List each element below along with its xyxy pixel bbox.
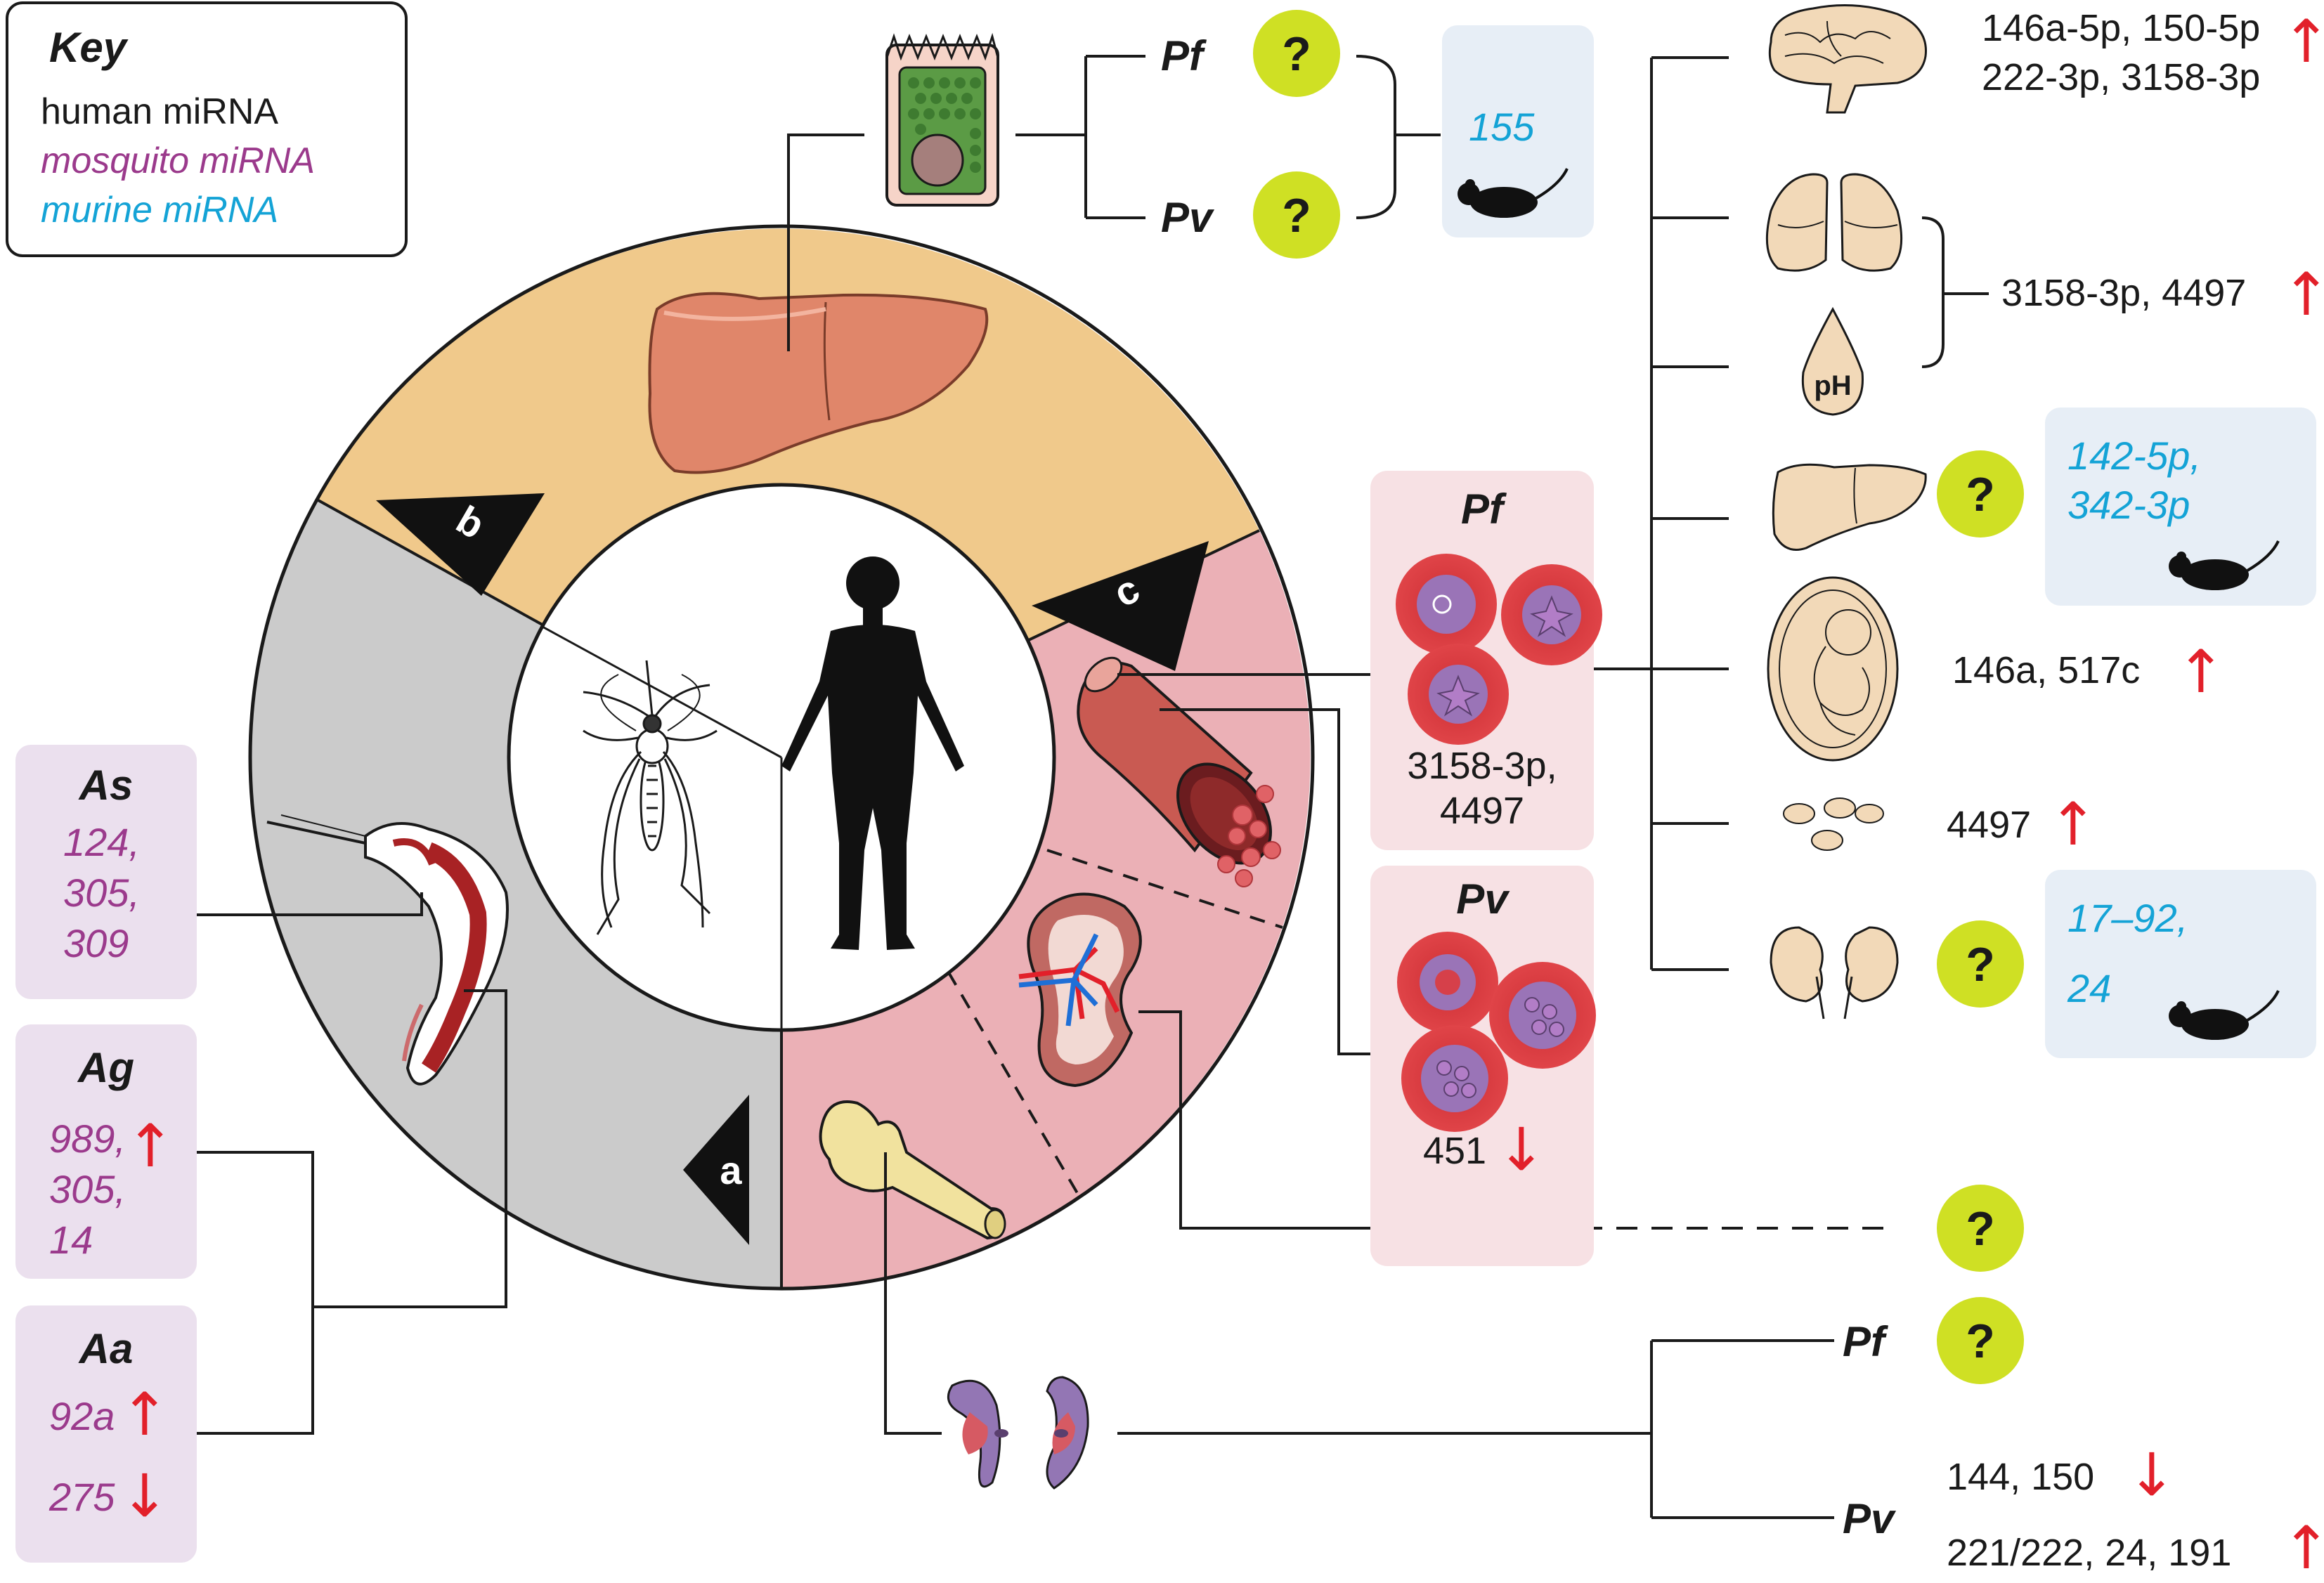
blood-pv-line1: 451 — [1423, 1130, 1486, 1172]
gametocyte-pv-line2: 221/222, 24, 191 — [1947, 1532, 2231, 1574]
kidney-murine-line1: 17–92, — [2067, 896, 2188, 940]
liver-stage-pv: Pv ? — [1161, 171, 1340, 259]
placenta-row: 146a, 517c ↑ — [1767, 576, 2226, 762]
species-as-line2: 305, — [63, 871, 140, 915]
murine-155: 155 — [1469, 105, 1535, 149]
species-aa-line1: 92a — [49, 1394, 115, 1438]
up-arrow-icon: ↑ — [126, 1112, 175, 1180]
question-icon: ? — [1966, 938, 1995, 991]
lung-ph-row: 3158-3p, 4497 ↑ — [2001, 260, 2324, 329]
blood-pv-box: Pv 451 ↓ — [1370, 866, 1596, 1266]
ph-drop-icon: pH — [1801, 306, 1864, 416]
down-arrow-icon: ↓ — [2127, 1440, 2176, 1509]
blood-pf-line2: 4497 — [1440, 790, 1524, 832]
brain-row: 146a-5p, 150-5p 222-3p, 3158-3p ↑ — [1768, 4, 2324, 114]
rbc-line1: 4497 — [1947, 804, 2031, 846]
ph-label: pH — [1814, 370, 1851, 401]
gametocyte-pf: Pf ? — [1843, 1297, 2024, 1384]
liver-pf-label: Pf — [1161, 32, 1207, 79]
down-arrow-icon: ↓ — [120, 1461, 169, 1530]
up-arrow-icon: ↑ — [2282, 7, 2324, 76]
blood-pf-line1: 3158-3p, — [1407, 745, 1557, 787]
species-as-line1: 124, — [63, 820, 140, 864]
key-murine: murine miRNA — [41, 190, 278, 230]
segment-marker-b: b — [376, 493, 545, 596]
liver-row: ? 142-5p, 342-3p — [1772, 408, 2316, 606]
key-title: Key — [49, 24, 129, 71]
fetus-icon — [1767, 576, 1899, 762]
question-icon: ? — [1282, 27, 1311, 81]
species-as-box: As 124, 305, 309 — [15, 745, 197, 999]
mouse-icon — [2169, 540, 2280, 590]
kidney-row: ? 17–92, 24 — [1770, 870, 2316, 1058]
rbc-icon — [1783, 797, 1884, 851]
brain-line1: 146a-5p, 150-5p — [1982, 7, 2260, 49]
liver-stage-pf: Pf ? — [1161, 10, 1340, 97]
down-arrow-icon: ↓ — [1497, 1115, 1546, 1184]
species-aa-box: Aa 92a ↑ 275 ↓ — [15, 1305, 197, 1563]
up-arrow-icon: ↑ — [2176, 637, 2226, 706]
segment-label-a: a — [720, 1148, 742, 1192]
species-aa-name: Aa — [78, 1325, 134, 1372]
gametocyte-pf-label: Pf — [1843, 1318, 1888, 1365]
mosquito-gut-icon — [266, 814, 509, 1086]
blood-pv-label: Pv — [1456, 875, 1510, 923]
liver-murine-line2: 342-3p — [2067, 483, 2190, 527]
species-aa-line2: 275 — [48, 1475, 115, 1519]
gametocyte-pv-line1: 144, 150 — [1947, 1456, 2094, 1498]
murine-box-155: 155 — [1442, 25, 1594, 237]
spleen-question: ? — [1937, 1185, 2024, 1272]
mouse-icon — [1458, 168, 1569, 218]
gametocyte-pv: Pv 144, 150 ↓ 221/222, 24, 191 ↑ — [1843, 1440, 2324, 1582]
bone-icon — [819, 1100, 1006, 1240]
up-arrow-icon: ↑ — [2282, 260, 2324, 329]
gametocyte-pv-label: Pv — [1843, 1495, 1897, 1542]
liver-icon — [648, 292, 989, 474]
question-icon: ? — [1966, 1315, 1995, 1368]
human-silhouette-icon — [781, 556, 964, 950]
rbc-row: 4497 ↑ — [1783, 790, 2098, 859]
segment-marker-c: c — [1032, 541, 1209, 671]
question-icon: ? — [1966, 468, 1995, 521]
mosquito-icon — [583, 660, 718, 935]
mouse-icon — [2169, 990, 2280, 1040]
species-as-name: As — [78, 762, 134, 809]
kidney-icon — [1770, 926, 1899, 1019]
liver-small-icon — [1772, 463, 1927, 551]
blood-pf-box: Pf 3158-3p, 4497 — [1370, 471, 1602, 850]
key-legend: Key human miRNA mosquito miRNA murine mi… — [6, 1, 408, 257]
blood-vessel-icon — [1077, 656, 1281, 887]
up-arrow-icon: ↑ — [2282, 1513, 2324, 1582]
lung-ph-line1: 3158-3p, 4497 — [2001, 272, 2246, 314]
up-arrow-icon: ↑ — [120, 1380, 169, 1449]
liver-pv-label: Pv — [1161, 194, 1215, 241]
hepatocyte-icon — [885, 32, 999, 207]
species-as-line3: 309 — [63, 921, 129, 965]
infected-rbc-icon — [1396, 554, 1602, 745]
key-mosquito: mosquito miRNA — [41, 141, 315, 181]
brain-icon — [1768, 4, 1927, 114]
up-arrow-icon: ↑ — [2049, 790, 2098, 859]
lungs-icon — [1765, 173, 1903, 272]
infected-rbc-icon — [1397, 932, 1596, 1132]
connectors — [190, 55, 1989, 1519]
question-icon: ? — [1282, 189, 1311, 242]
species-ag-line2: 305, — [49, 1167, 126, 1211]
species-ag-box: Ag 989, 305, 14 ↑ — [15, 1024, 197, 1279]
segment-marker-a: a — [683, 1095, 749, 1245]
blood-pf-label: Pf — [1461, 486, 1507, 533]
brain-line2: 222-3p, 3158-3p — [1982, 56, 2260, 98]
species-ag-name: Ag — [77, 1044, 134, 1091]
placenta-line1: 146a, 517c — [1952, 649, 2140, 691]
spleen-icon — [1018, 892, 1142, 1088]
question-icon: ? — [1966, 1202, 1995, 1256]
species-ag-line3: 14 — [49, 1218, 93, 1262]
kidney-murine-line2: 24 — [2067, 966, 2111, 1010]
key-human: human miRNA — [41, 91, 278, 132]
species-ag-line1: 989, — [49, 1116, 126, 1161]
gametocyte-icon — [947, 1376, 1089, 1490]
liver-murine-line1: 142-5p, — [2067, 434, 2201, 478]
